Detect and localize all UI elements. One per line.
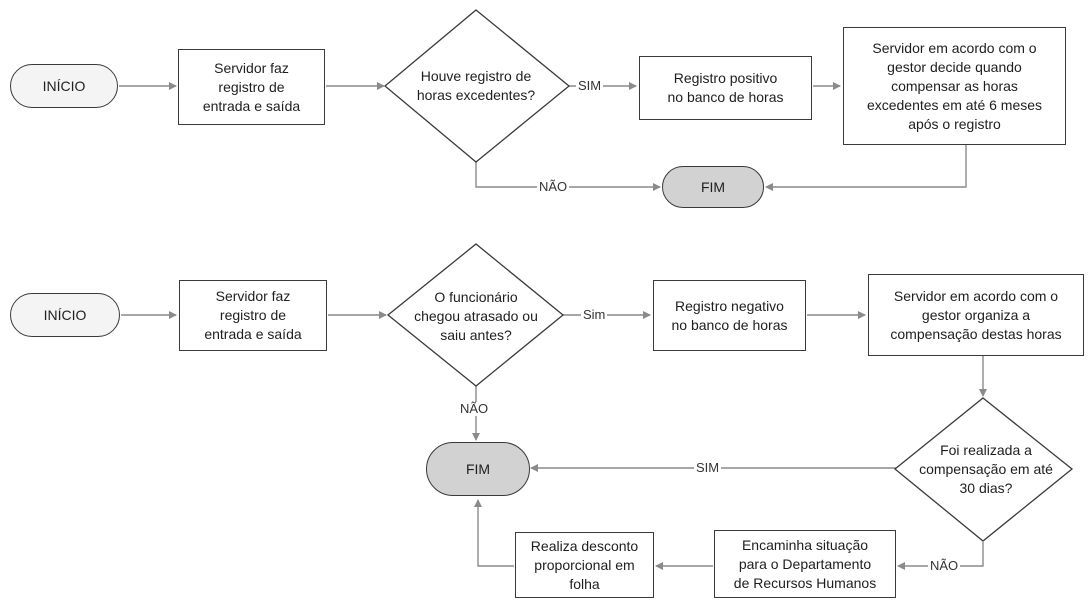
f2-discount-process: Realiza desconto proporcional em folha [515, 532, 654, 598]
f2-no2-label: NÃO [928, 558, 961, 573]
f1-end-terminal: FIM [662, 166, 764, 208]
f1-agreement-process: Servidor em acordo com o gestor decide q… [843, 27, 1066, 145]
f2-arrow-no2-forward [897, 542, 984, 570]
f2-end-terminal: FIM [426, 442, 530, 496]
f2-record-process: Servidor faz registro de entrada e saída [179, 280, 327, 351]
f2-decision-diamond [386, 243, 565, 387]
f2-start-terminal: INÍCIO [10, 293, 120, 337]
f2-decision2-diamond [893, 397, 1074, 542]
f2-negative-process: Registro negativo no banco de horas [653, 280, 806, 351]
f2-no-label: NÃO [458, 401, 491, 416]
f1-arrow-no-end [475, 162, 661, 191]
f1-decision-text: Houve registro de horas excedentes? [416, 68, 536, 103]
f2-yes-label: Sim [581, 307, 608, 322]
f1-start-terminal: INÍCIO [10, 64, 118, 108]
f1-no-label: NÃO [537, 179, 570, 194]
f2-decision2-text: Foi realizada a compensação em até 30 di… [919, 441, 1053, 496]
f1-yes-label: SIM [576, 78, 604, 93]
f2-arrow-discount-end [474, 499, 514, 567]
f2-yes2-label: SIM [694, 460, 722, 475]
f2-organize-process: Servidor em acordo com o gestor organiza… [868, 274, 1084, 356]
f1-decision-diamond [383, 9, 571, 163]
f2-decision-text: O funcionário chegou atrasado ou saiu an… [414, 288, 538, 343]
f1-positive-process: Registro positivo no banco de horas [639, 56, 812, 120]
f2-forward-process: Encaminha situação para o Departamento d… [714, 530, 896, 598]
f1-arrow-agreement-end [765, 145, 967, 191]
f1-record-process: Servidor faz registro de entrada e saída [178, 49, 325, 125]
